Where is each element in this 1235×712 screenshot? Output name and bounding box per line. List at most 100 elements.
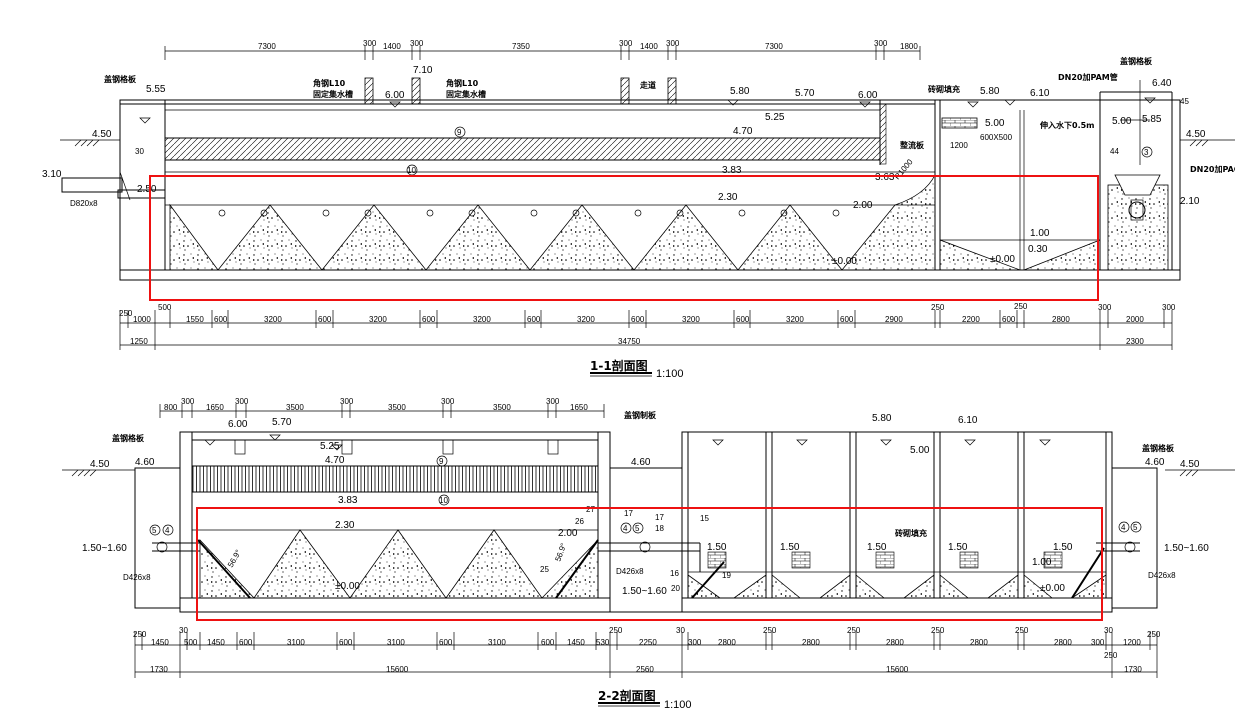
s2-total-4: 1730: [1124, 665, 1142, 674]
s1-dim-b9: 3200: [473, 315, 491, 324]
s2-lbl-15: 15: [700, 514, 709, 523]
s2-lbl-26: 26: [575, 517, 584, 526]
s1-lbl-angle1: 角钢L10: [313, 78, 346, 88]
s2-range-right: 1.50~1.60: [1164, 543, 1209, 554]
s1-dim-t2: 1400: [383, 42, 401, 51]
s2-el-000a: ±0.00: [335, 581, 360, 592]
section-2-2: 800 300 1650 300 3500 300 3500 300 3500 …: [62, 397, 1235, 711]
s1-dim-b19: 2200: [962, 315, 980, 324]
s1-el-230: 2.30: [718, 192, 738, 203]
s1-lbl-radius: R1000: [893, 157, 915, 181]
s2-total-0: 1730: [150, 665, 168, 674]
s1-dim-b4: 600: [214, 315, 228, 324]
s1-dim-t6: 1400: [640, 42, 658, 51]
s2-lbl-20: 20: [671, 584, 680, 593]
s2-lbl-d426-left: D426x8: [123, 573, 151, 582]
s2-total-3: 15600: [886, 665, 909, 674]
s1-dim-b1: 1000: [133, 315, 151, 324]
s1-el-710: 7.10: [413, 65, 433, 76]
s1-dim-t1: 300: [363, 39, 377, 48]
s1-lbl-gangban-right: 盖钢格板: [1120, 56, 1153, 66]
s1-tank-structure: [61, 77, 1181, 281]
s1-el-500a: 5.00: [985, 118, 1005, 129]
s2-dim-t8: 3500: [493, 403, 511, 412]
s2-el-580: 5.80: [872, 413, 892, 424]
s2-callout-9: 9: [439, 457, 444, 466]
s2-elevations: 4.50 4.60 6.00 5.70 5.25 4.70 3.83 2.30 …: [82, 413, 1209, 597]
s1-dim-b11: 3200: [577, 315, 595, 324]
s2-el-460-mid: 4.60: [631, 457, 651, 468]
s2-el-200: 2.00: [558, 528, 578, 539]
s1-el-210: 2.10: [1180, 196, 1200, 207]
s2-dim-b21: 250: [847, 626, 861, 635]
s2-labels: 盖钢格板 盖钢制板 盖钢格板 砖砌填充 D426x8 D426x8 D426x8…: [112, 410, 1176, 593]
s2-dim-b23: 250: [931, 626, 945, 635]
s1-el-600a: 6.00: [385, 90, 405, 101]
s1-el-600b: 6.00: [858, 90, 878, 101]
s2-lbl-17b: 17: [655, 513, 664, 522]
s2-dim-b3: 500: [184, 638, 198, 647]
s1-el-610: 6.10: [1030, 88, 1050, 99]
s1-lbl-gangban-left: 盖钢格板: [104, 74, 137, 84]
s2-top-dim-chain: 800 300 1650 300 3500 300 3500 300 3500 …: [159, 397, 605, 418]
s2-el-450-right: 4.50: [1180, 459, 1200, 470]
s2-lbl-d426-right: D426x8: [1148, 571, 1176, 580]
s1-dim-b21: 250: [1014, 302, 1028, 311]
s1-dim-b17: 2900: [885, 315, 903, 324]
s1-callout-9: 9: [457, 128, 462, 137]
s2-el-525: 5.25: [320, 441, 340, 452]
s2-el-500: 5.00: [910, 445, 930, 456]
s1-el-383: 3.83: [722, 165, 742, 176]
s1-el-250: 2.50: [137, 184, 157, 195]
s1-lbl-angle2: 角钢L10: [446, 78, 479, 88]
s1-el-100: 1.00: [1030, 228, 1050, 239]
s2-callout-4-mid: 4: [623, 524, 628, 533]
s2-range-left: 1.50~1.60: [82, 543, 127, 554]
s1-dim-t7: 300: [666, 39, 680, 48]
s1-lbl-1200: 1200: [950, 141, 968, 150]
s2-dim-b13: 530: [596, 638, 610, 647]
s2-dim-b12: 1450: [567, 638, 585, 647]
s2-dim-b30: 1200: [1123, 638, 1141, 647]
s1-dim-b7: 3200: [369, 315, 387, 324]
s2-el-383: 3.83: [338, 495, 358, 506]
s1-ground: [60, 139, 1235, 147]
s2-lbl-19: 19: [722, 571, 731, 580]
s1-lbl-pac: DN20加PAC: [1190, 164, 1235, 174]
s2-callout-5-left: 5: [152, 526, 157, 535]
s2-tank-structure: [134, 431, 1158, 613]
s1-dim-b2: 500: [158, 303, 172, 312]
s1-dim-t3: 300: [410, 39, 424, 48]
s2-dim-b26: 2800: [1054, 638, 1072, 647]
s2-dim-b5: 600: [239, 638, 253, 647]
s2-dim-b0: 250: [133, 630, 147, 639]
s2-bottom-dim-chain: 250 1450 30 500 1450 600 3100 600 3100 6…: [133, 626, 1161, 678]
s2-dim-b29: 250: [1104, 651, 1118, 660]
s2-dim-b27: 300: [1091, 638, 1105, 647]
s1-dim-b12: 600: [631, 315, 645, 324]
s1-dim-b0: 250: [119, 309, 133, 318]
s1-lbl-45: 45: [1180, 97, 1189, 106]
s1-lbl-fixed2: 固定集水槽: [446, 89, 486, 99]
s1-inlet-pipe: [61, 171, 166, 201]
s1-lbl-d820: D820x8: [70, 199, 98, 208]
s2-dim-b8: 3100: [387, 638, 405, 647]
s1-dim-b22: 2800: [1052, 315, 1070, 324]
s2-dim-t10: 1650: [570, 403, 588, 412]
s1-dim-b15: 3200: [786, 315, 804, 324]
s1-dim-b8: 600: [422, 315, 436, 324]
s1-total-2: 2300: [1126, 337, 1144, 346]
s2-dim-t7: 300: [441, 397, 455, 406]
s2-dim-t5: 300: [340, 397, 354, 406]
s1-elevations: 5.55 4.50 3.10 2.50 7.10 6.00 5.80 5.70 …: [42, 65, 1206, 267]
s1-el-580a: 5.80: [730, 86, 750, 97]
s2-dim-b9: 600: [439, 638, 453, 647]
s2-dim-b6: 3100: [287, 638, 305, 647]
s1-el-030: 0.30: [1028, 244, 1048, 255]
s1-dim-b13: 3200: [682, 315, 700, 324]
s1-dim-b25: 300: [1162, 303, 1176, 312]
s2-title: 2-2剖面图: [598, 688, 656, 703]
s1-total-0: 1250: [130, 337, 148, 346]
s2-lbl-25: 25: [540, 565, 549, 574]
s1-lbl-open: 600X500: [980, 133, 1013, 142]
